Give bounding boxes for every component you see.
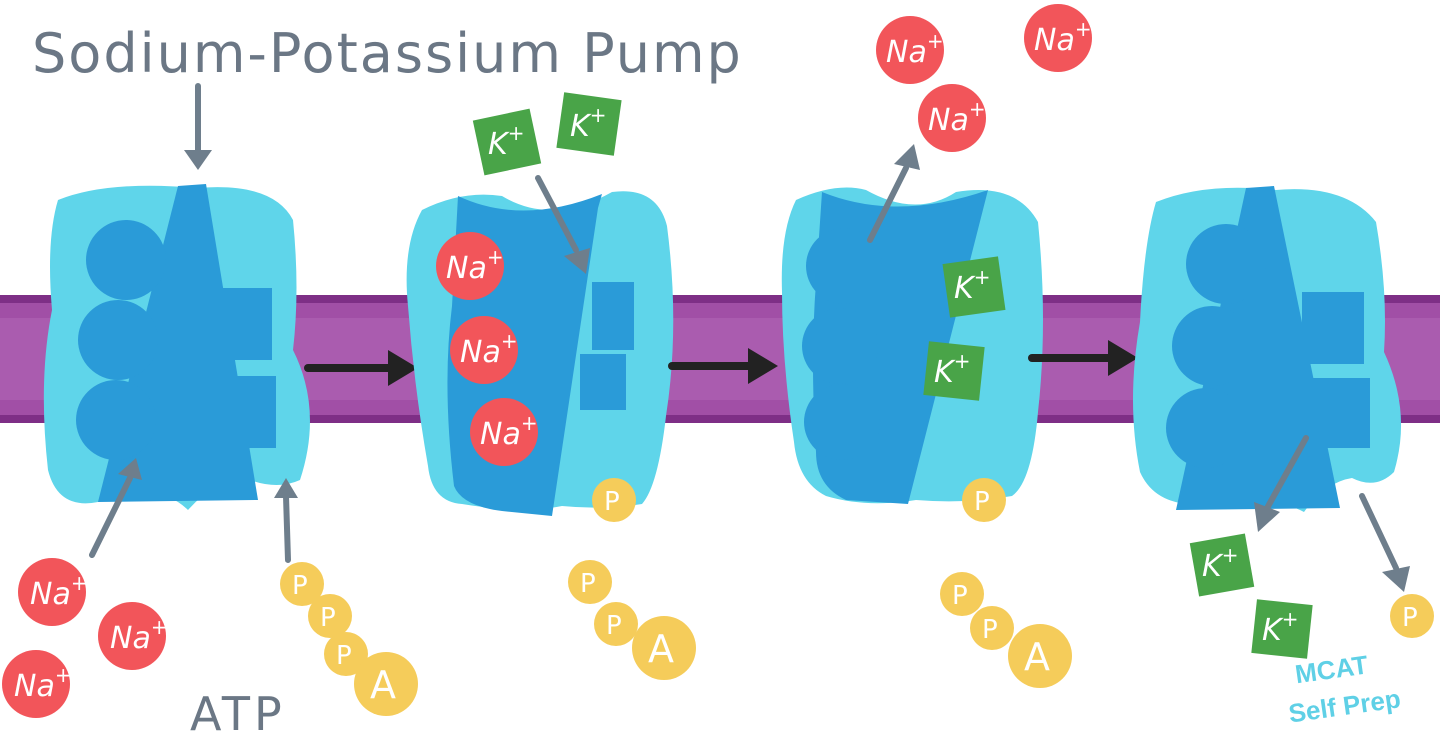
pump-state-4	[1133, 186, 1402, 512]
atp-label: ATP	[190, 687, 286, 741]
adp-molecule: P P A	[568, 560, 696, 680]
sodium-ion: Na+	[98, 602, 168, 670]
potassium-ion-released: K+	[1189, 533, 1255, 597]
svg-text:Na+: Na+	[14, 663, 72, 704]
potassium-binding-arrow-icon	[564, 248, 590, 274]
atp-molecule: P P P A	[280, 562, 418, 716]
svg-text:Na+: Na+	[460, 329, 518, 370]
svg-text:P: P	[1402, 603, 1418, 633]
diagram-title: Sodium-Potassium Pump	[32, 22, 743, 85]
potassium-ion-released: K+	[1251, 599, 1313, 659]
svg-text:Na+: Na+	[1034, 17, 1092, 58]
svg-text:K+: K+	[570, 103, 606, 144]
svg-text:Na+: Na+	[30, 571, 88, 612]
pump-state-2	[406, 191, 674, 516]
svg-text:K+: K+	[954, 265, 990, 306]
svg-text:P: P	[952, 581, 968, 611]
sodium-ion: Na+	[2, 650, 72, 718]
potassium-ion: K+	[472, 108, 542, 176]
potassium-ion: K+	[556, 92, 622, 156]
sodium-ion-released: Na+	[918, 84, 986, 152]
watermark-logo: MCAT Self Prep	[1287, 649, 1403, 728]
sodium-ion-bound: Na+	[436, 232, 504, 300]
svg-text:Na+: Na+	[480, 411, 538, 452]
step-arrow-3-icon	[1028, 340, 1138, 376]
svg-text:K+: K+	[1262, 607, 1298, 648]
title-pointer-arrow-icon	[184, 150, 212, 170]
svg-text:K+: K+	[488, 121, 524, 162]
svg-text:K+: K+	[1202, 543, 1238, 584]
svg-text:A: A	[1024, 635, 1050, 679]
svg-text:P: P	[974, 487, 990, 517]
sodium-ion-released: Na+	[1024, 4, 1092, 72]
svg-text:K+: K+	[934, 349, 970, 390]
potassium-ion-bound: K+	[942, 256, 1006, 318]
sodium-ion: Na+	[18, 558, 88, 626]
svg-text:P: P	[604, 487, 620, 517]
sodium-exit-arrow-icon	[894, 144, 920, 170]
sodium-ion-bound: Na+	[470, 398, 538, 466]
svg-text:P: P	[606, 611, 622, 641]
svg-text:P: P	[320, 603, 336, 633]
bound-phosphate: P	[962, 478, 1006, 522]
potassium-ion-bound: K+	[923, 341, 985, 401]
sodium-ion-released: Na+	[876, 16, 944, 84]
svg-text:A: A	[370, 663, 396, 707]
atp-entry-arrow-icon	[274, 478, 298, 498]
released-phosphate: P	[1390, 594, 1434, 638]
svg-text:P: P	[292, 571, 308, 601]
svg-text:Na+: Na+	[886, 29, 944, 70]
svg-text:P: P	[580, 569, 596, 599]
svg-text:Na+: Na+	[110, 615, 168, 656]
pump-state-3	[781, 187, 1043, 504]
step-arrow-1-icon	[304, 350, 418, 386]
svg-text:A: A	[648, 627, 674, 671]
svg-text:Na+: Na+	[928, 97, 986, 138]
sodium-ion-bound: Na+	[450, 316, 518, 384]
sodium-entry-arrow-icon	[118, 458, 142, 480]
svg-text:Self Prep: Self Prep	[1287, 683, 1403, 728]
adp-molecule: P P A	[940, 572, 1072, 688]
phosphate-release-arrow-icon	[1382, 566, 1410, 592]
pump-state-1	[43, 184, 310, 510]
step-arrow-2-icon	[668, 348, 778, 384]
svg-text:P: P	[982, 615, 998, 645]
svg-text:P: P	[336, 641, 352, 671]
bound-phosphate: P	[592, 478, 636, 522]
potassium-release-arrow-icon	[1254, 502, 1280, 532]
svg-text:Na+: Na+	[446, 245, 504, 286]
